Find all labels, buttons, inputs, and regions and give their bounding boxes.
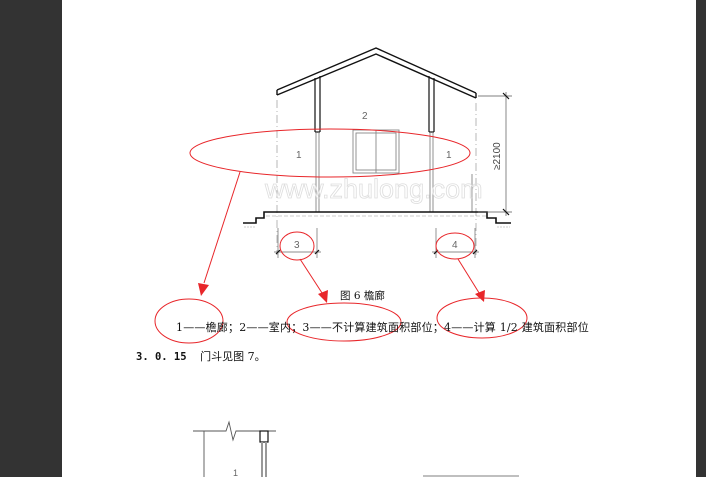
axis-lines <box>276 100 477 255</box>
document-page <box>62 0 696 477</box>
annotation-ellipse-zone-4 <box>435 232 475 260</box>
clause-3-0-15: 3. 0. 15 门斗见图 7。 <box>136 348 266 364</box>
door <box>352 129 400 174</box>
label-porch-left: 1 <box>296 150 302 161</box>
annotation-ellipse-porch <box>189 128 471 178</box>
annotation-arrow-2 <box>299 258 325 297</box>
figure-6-caption: 图 6 檐廊 <box>340 290 385 302</box>
height-dimension <box>478 92 512 216</box>
height-dimension-label: ≥2100 <box>492 142 503 170</box>
label-indoor: 2 <box>362 111 368 122</box>
annotation-arrow-1 <box>203 171 241 284</box>
viewer-scroll-gutter <box>696 0 706 477</box>
annotation-arrow-3 <box>457 258 482 297</box>
columns <box>314 76 435 133</box>
figure-7-label-room: 1 <box>233 468 238 477</box>
figure-6-legend: 1——檐廊；2——室内；3——不计算建筑面积部位；4——计算 1/2 建筑面积部… <box>176 321 589 334</box>
annotation-ellipse-zone-3 <box>279 231 315 261</box>
label-zone-3: 3 <box>294 240 300 251</box>
label-porch-right: 1 <box>446 150 452 161</box>
clause-text: 门斗见图 7。 <box>200 350 266 363</box>
roof <box>276 47 477 99</box>
annotation-ellipse-legend-3 <box>286 302 402 342</box>
ground-line <box>243 211 511 224</box>
watermark: www.zhulong.com <box>264 174 483 204</box>
annotation-ellipse-legend-1 <box>154 298 224 344</box>
red-annotations <box>154 128 528 344</box>
label-zone-4: 4 <box>452 240 458 251</box>
clause-number: 3. 0. 15 <box>136 351 187 363</box>
figure-7-partial-drawing <box>193 420 519 477</box>
zone-dimensions <box>274 228 479 258</box>
